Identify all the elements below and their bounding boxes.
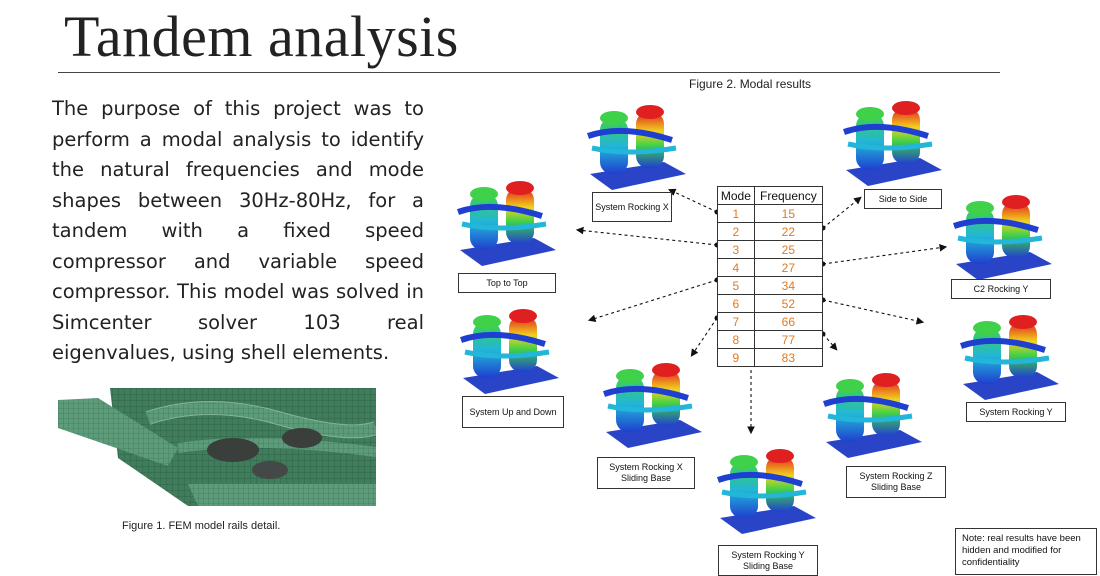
header-frequency: Frequency [753,186,824,205]
frequency-cell: 52 [753,294,824,313]
label-rocking-z-sliding: System Rocking Z Sliding Base [846,466,946,498]
mode-cell: 6 [717,294,755,313]
label-top-to-top: Top to Top [458,273,556,293]
frequency-cell: 27 [753,258,824,277]
mode-cell: 1 [717,204,755,223]
figure1-caption: Figure 1. FEM model rails detail. [122,520,281,532]
model-system-up-down [455,300,565,400]
frequency-cell: 77 [753,330,824,349]
model-system-rocking-x [582,96,692,196]
title-underline [58,72,1000,73]
model-system-rocking-y [955,306,1065,406]
model-top-to-top [452,172,562,272]
mode-cell: 5 [717,276,755,295]
mode-cell: 9 [717,348,755,367]
frequency-cell: 83 [753,348,824,367]
label-system-rocking-y: System Rocking Y [966,402,1066,422]
model-rocking-x-sliding [598,354,708,454]
model-side-to-side [838,92,948,192]
frequency-cell: 22 [753,222,824,241]
model-rocking-y-sliding [712,440,822,540]
mode-cell: 8 [717,330,755,349]
label-system-rocking-x: System Rocking X [592,192,672,222]
label-system-up-down: System Up and Down [462,396,564,428]
fem-mesh-image [58,388,376,506]
slide-title: Tandem analysis [64,4,459,69]
confidentiality-note: Note: real results have been hidden and … [955,528,1097,575]
figure2-caption: Figure 2. Modal results [689,77,812,91]
model-rocking-z-sliding [818,364,928,464]
label-rocking-y-sliding: System Rocking Y Sliding Base [718,545,818,576]
header-mode: Mode [717,186,755,205]
label-side-to-side: Side to Side [864,189,942,209]
frequency-cell: 34 [753,276,824,295]
model-c2-rocking-y [948,186,1058,286]
project-description: The purpose of this project was to perfo… [52,97,424,364]
label-c2-rocking-y: C2 Rocking Y [951,279,1051,299]
frequency-cell: 66 [753,312,824,331]
frequency-cell: 15 [753,204,824,223]
label-rocking-x-sliding: System Rocking X Sliding Base [597,457,695,489]
mode-cell: 7 [717,312,755,331]
mode-cell: 3 [717,240,755,259]
mode-cell: 2 [717,222,755,241]
frequency-cell: 25 [753,240,824,259]
mode-cell: 4 [717,258,755,277]
